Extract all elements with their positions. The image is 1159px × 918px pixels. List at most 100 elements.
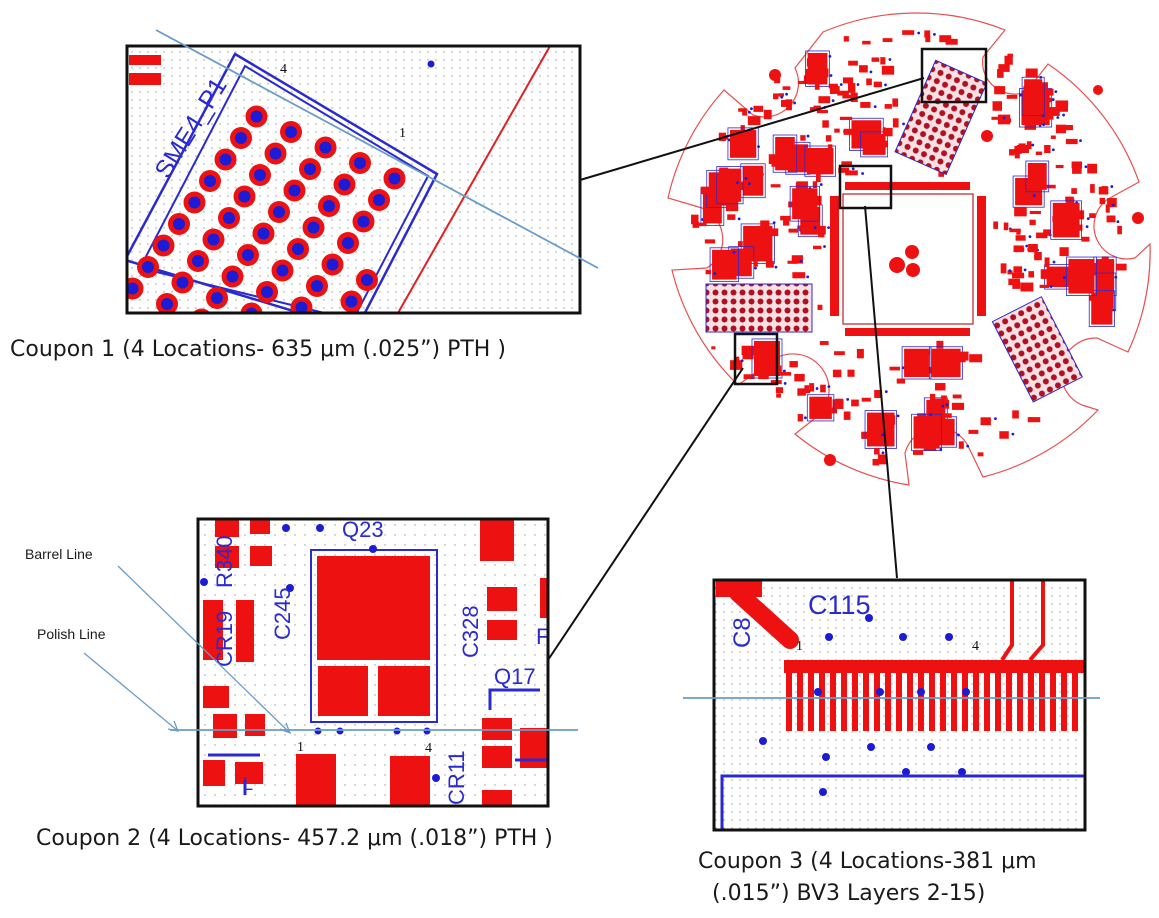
polish-line-label: Polish Line (37, 626, 106, 642)
coupon3-caption-line1: Coupon 3 (4 Locations-381 μm (698, 849, 1037, 874)
barrel-line-label: Barrel Line (25, 546, 93, 562)
comb-finger (973, 660, 979, 731)
comb-finger (808, 660, 814, 731)
coupon3-caption-line2: (.015”) BV3 Layers 2-15) (712, 881, 986, 906)
board-via (929, 413, 933, 417)
board-pad (866, 78, 872, 86)
board-pad (1013, 266, 1023, 273)
pth-ball-via (204, 175, 216, 187)
board-via (1025, 244, 1029, 248)
board-via (806, 134, 810, 138)
board-pad (941, 395, 947, 405)
coupon3-fork-left (1000, 580, 1014, 662)
board-bga-right (991, 296, 1083, 403)
pth-ball-via (261, 286, 273, 298)
board-pad (938, 170, 945, 177)
board-via (1023, 268, 1027, 272)
board-pad (994, 86, 1006, 95)
board-via (785, 92, 788, 96)
ref-c328: C328 (458, 605, 483, 658)
board-via (793, 101, 797, 105)
board-pad (1028, 271, 1035, 278)
pth-ball-via (161, 298, 173, 310)
board-via (884, 390, 888, 394)
board-pad (712, 249, 737, 280)
board-pad (951, 402, 965, 410)
board-pad (871, 434, 880, 440)
board-pad (1023, 119, 1035, 124)
board-via (945, 403, 949, 407)
ref-r340: R340 (212, 535, 237, 588)
board-pad (1012, 410, 1019, 419)
board-via (1084, 165, 1088, 169)
ref-cr19: CR19 (212, 611, 237, 667)
board-via (1042, 123, 1046, 127)
board-pad (804, 385, 810, 394)
board-pad (742, 111, 748, 116)
comb-finger (896, 660, 902, 731)
board-pad (1020, 282, 1034, 292)
connector-coupon3 (864, 205, 898, 579)
board-pad (768, 228, 779, 237)
board-pad (785, 99, 793, 105)
board-pad (768, 154, 782, 164)
board-pad (788, 228, 799, 233)
comb-finger (1028, 660, 1034, 731)
coupon3-loc-end: 4 (972, 639, 979, 654)
board-pad (845, 170, 858, 176)
board-pad (862, 133, 886, 155)
coupon3-loc-start: 1 (796, 639, 803, 654)
board-pad (781, 99, 789, 107)
coupon2-panel: Q23 R340 C245 CR19 C328 Q17 CR11 F L 1 4 (196, 517, 550, 808)
board-via (861, 172, 865, 175)
board-pad (817, 304, 823, 310)
pth-ball-via (345, 295, 358, 308)
coupon2-silkscreen (208, 688, 548, 795)
board-pad (1049, 113, 1054, 120)
board-pad (1016, 144, 1029, 153)
board-pad (842, 77, 854, 84)
board-pad (843, 36, 849, 42)
board-pad (881, 65, 895, 75)
board-via (901, 366, 905, 370)
board-pad (872, 458, 880, 466)
board-pad (871, 57, 880, 62)
pth-ball-via (223, 212, 235, 224)
board-pad (797, 388, 806, 396)
board-via (1019, 93, 1022, 97)
board-pad (814, 225, 826, 235)
board-via (713, 272, 717, 275)
comb-finger (929, 660, 935, 731)
board-pad (809, 383, 815, 392)
pth-ball-via (326, 258, 339, 271)
board-pad (769, 362, 777, 371)
pth-ball-via (292, 243, 304, 255)
comb-finger (819, 660, 825, 731)
board-pad (993, 221, 999, 229)
coupon1-outline-inner (138, 64, 430, 313)
board-pad (809, 396, 832, 419)
pth-ball-via (219, 153, 232, 166)
board-pad (1044, 144, 1051, 154)
board-pad (818, 96, 831, 104)
board-via (772, 221, 776, 225)
zoom-box-coupon1 (920, 47, 988, 104)
board-pad (877, 454, 888, 465)
board-pad (797, 80, 809, 85)
board-pad (1061, 124, 1073, 131)
comb-finger (863, 660, 869, 731)
board-pad (1105, 204, 1110, 213)
board-ic-outline (789, 185, 820, 222)
comb-finger (951, 660, 957, 731)
pth-ball-via (146, 320, 158, 332)
coupon1-via (427, 60, 435, 68)
board-ic-outline (727, 127, 759, 161)
board-bga-left (705, 283, 813, 333)
board-pad (1055, 124, 1067, 134)
board-via (815, 387, 819, 390)
board-pad (780, 215, 791, 221)
board-pad (742, 165, 764, 196)
ref-q23: Q23 (342, 517, 384, 542)
coupon1-trace (397, 46, 551, 313)
board-ic-outline (806, 394, 835, 422)
